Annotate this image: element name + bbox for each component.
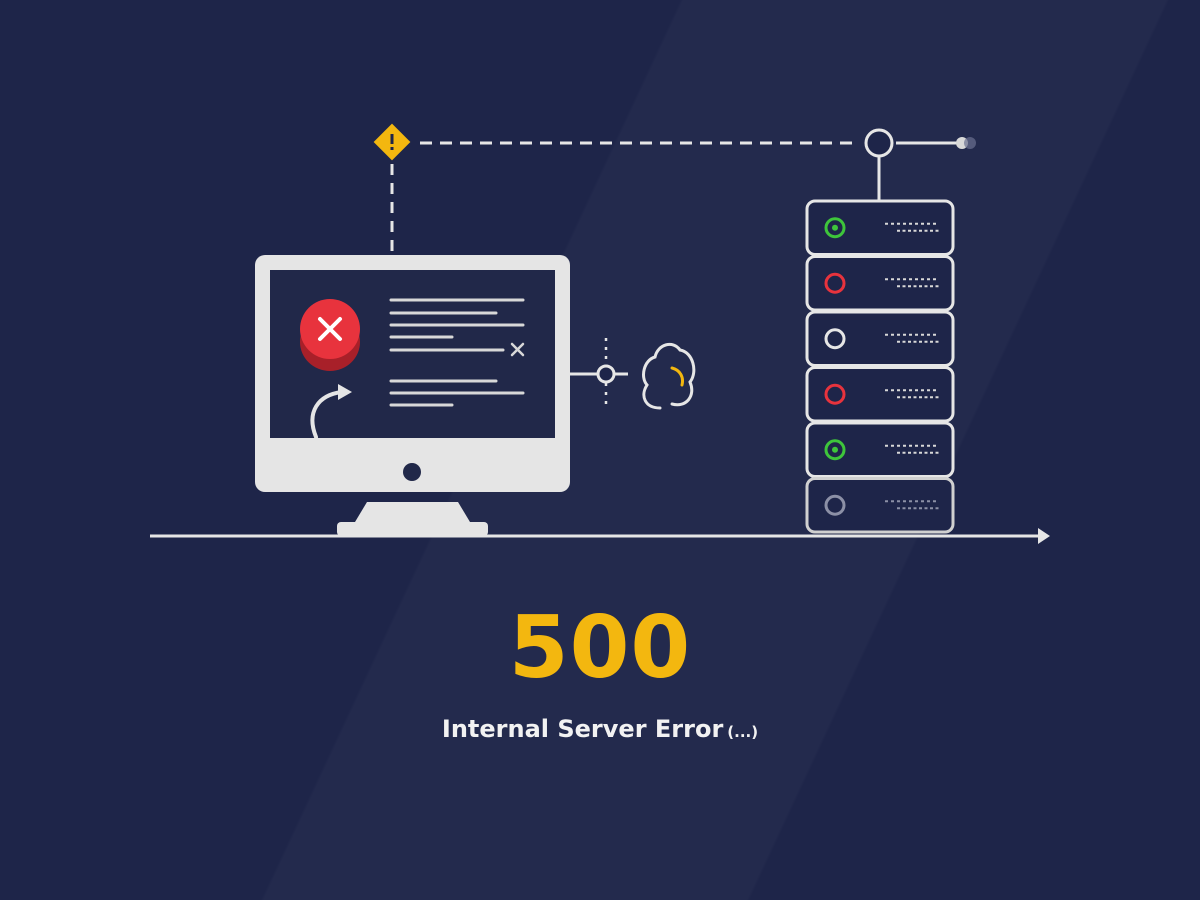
error-x-icon [300, 299, 360, 371]
server-unit [805, 255, 955, 312]
cloud-icon [642, 342, 696, 410]
status-led-icon [824, 272, 846, 294]
warning-icon [373, 123, 411, 161]
error-message: Internal Server Error(...) [0, 712, 1200, 749]
error-code: 500 [508, 598, 692, 698]
refresh-arrow-icon [310, 384, 352, 439]
status-led-icon [824, 439, 846, 461]
server-unit [805, 199, 955, 256]
connection-lines [390, 128, 976, 255]
server-unit [805, 310, 955, 367]
status-led-icon [824, 494, 846, 516]
server-unit [805, 477, 955, 534]
status-led-icon [824, 383, 846, 405]
screen-text-lines [389, 298, 525, 407]
error-message-text: Internal Server Error [441, 715, 724, 743]
disconnected-cable [570, 338, 628, 410]
server-error-illustration [150, 123, 1050, 544]
status-led-icon [824, 328, 846, 350]
server-unit [805, 366, 955, 423]
monitor-icon [255, 255, 570, 536]
server-rack-icon [805, 199, 955, 534]
server-unit [805, 421, 955, 478]
baseline-arrow [150, 528, 1050, 544]
error-message-suffix: (...) [727, 723, 759, 741]
close-icon [510, 342, 525, 357]
status-led-icon [824, 217, 846, 239]
